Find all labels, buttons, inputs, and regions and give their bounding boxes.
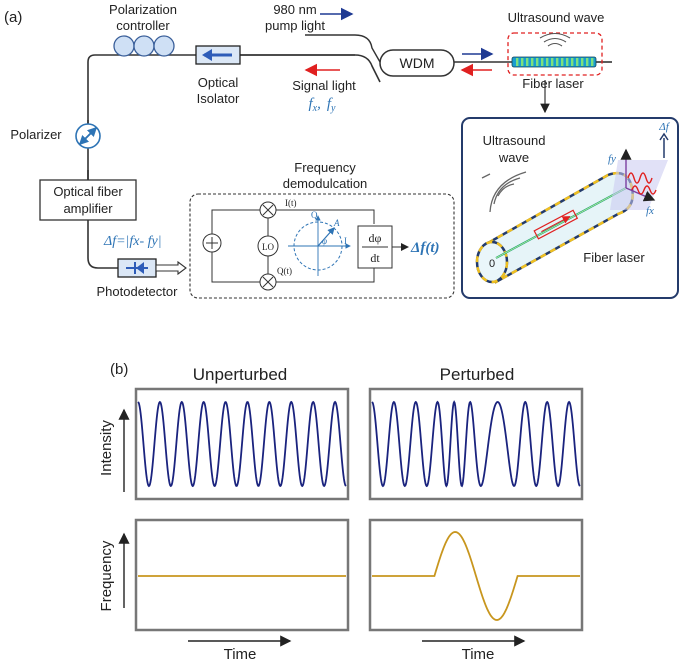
lo-label: LO [262, 242, 274, 252]
polarization-controller-line1: Polarization [109, 2, 177, 17]
polarization-controller-icon [113, 35, 175, 57]
core-label: 0 [489, 258, 495, 270]
xlabel-right: Time [462, 646, 495, 662]
signal-light-freqs: fx,fy [309, 96, 337, 114]
inset-fiber-laser-label: Fiber laser [583, 250, 645, 265]
polarizer-icon [75, 123, 101, 149]
inset-ultrasound-line1: Ultrasound [483, 133, 546, 148]
xlabel-left: Time [224, 646, 257, 662]
panel-a-label: (a) [4, 9, 22, 26]
freq-demod-line2: demodulcation [283, 176, 368, 191]
detector-output-arrow [155, 260, 187, 276]
col-right-title: Perturbed [440, 365, 515, 384]
wdm-label: WDM [400, 55, 435, 71]
panel-b-label: (b) [110, 361, 128, 378]
inset-delta-f-label: Δf [658, 121, 670, 133]
intensity-wave-perturbed [371, 400, 581, 488]
plot-frequency-unperturbed [134, 518, 350, 632]
fiber-to-detector [87, 220, 118, 269]
signal-light-label: Signal light [292, 78, 356, 93]
photodetector-icon [117, 258, 157, 278]
ultrasound-wave-icon [539, 32, 571, 47]
demod-circuit [202, 201, 393, 291]
amplifier-line1: Optical fiber [53, 184, 123, 199]
ylabel-intensity: Intensity [98, 420, 115, 476]
photodetector-label: Photodetector [97, 284, 179, 299]
inset-ultrasound-icon [481, 171, 527, 213]
wdm-box [379, 49, 455, 77]
frequency-trace-perturbed [372, 531, 580, 621]
demod-output-label: Δf(t) [410, 240, 440, 256]
delta-f-equation: Δf=|fx- fy| [103, 234, 162, 249]
inset-fx-label: fx [646, 205, 654, 217]
fiber-laser-icon [511, 56, 597, 68]
plot-intensity-perturbed [368, 387, 584, 501]
inset-fy-label: fy [608, 153, 616, 165]
col-left-title: Unperturbed [193, 365, 288, 384]
i-signal-label: I(t) [285, 198, 297, 208]
sensing-region [507, 32, 603, 76]
polarizer-label: Polarizer [10, 127, 62, 142]
dphi-label: dφ [369, 231, 382, 245]
ylabel-frequency: Frequency [98, 540, 115, 611]
optical-isolator-icon [195, 45, 241, 65]
axis-q-label: Q [311, 210, 318, 220]
dt-label: dt [370, 251, 380, 265]
pump-light-line2: pump light [265, 18, 325, 33]
freq-demod-box [189, 193, 455, 299]
polarization-controller-line2: controller [116, 18, 170, 33]
intensity-wave-unperturbed [137, 400, 347, 488]
fiber-laser-top-label: Fiber laser [522, 76, 584, 91]
phase-label: φ [322, 236, 327, 246]
iq-diagram [288, 215, 351, 276]
amplifier-line2: amplifier [63, 201, 113, 216]
q-signal-label: Q(t) [277, 266, 292, 276]
amplifier-box [39, 179, 137, 221]
freq-demod-line1: Frequency [294, 160, 356, 175]
amplitude-label: A [333, 218, 340, 228]
optical-isolator-line2: Isolator [197, 91, 240, 106]
axis-i-label: I [344, 236, 347, 246]
pump-light-line1: 980 nm [273, 2, 316, 17]
inset-ultrasound-line2: wave [498, 150, 529, 165]
optical-isolator-line1: Optical [198, 75, 239, 90]
polarization-modes-icon [610, 132, 669, 210]
ultrasound-wave-top-label: Ultrasound wave [508, 10, 605, 25]
